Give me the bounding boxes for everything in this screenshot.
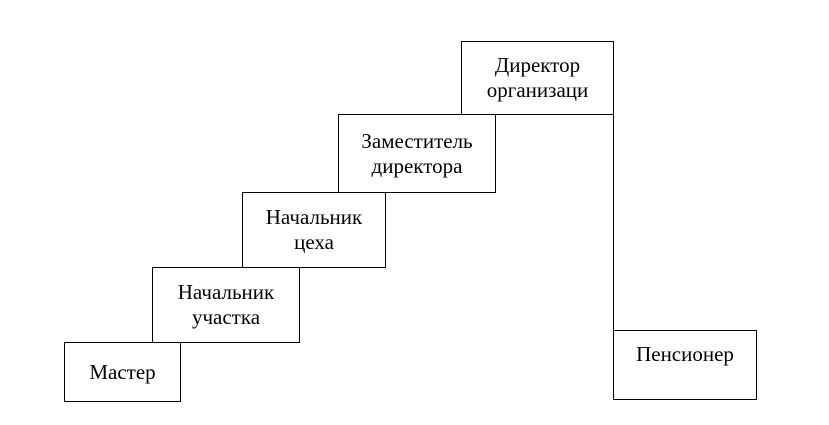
retiree-box: Пенсионер [613,330,757,400]
director-box: Директор организаци [461,41,614,115]
deputy-director-box: Заместитель директора [338,114,496,193]
section-chief-label: Начальник участка [177,280,275,329]
workshop-chief-label: Начальник цеха [265,205,363,254]
retiree-label: Пенсионер [636,341,734,366]
director-label: Директор организаци [486,53,589,102]
deputy-director-label: Заместитель директора [361,128,473,178]
workshop-chief-box: Начальник цеха [242,192,386,268]
master-label: Мастер [89,359,156,384]
master-box: Мастер [64,342,181,402]
section-chief-box: Начальник участка [152,267,300,343]
